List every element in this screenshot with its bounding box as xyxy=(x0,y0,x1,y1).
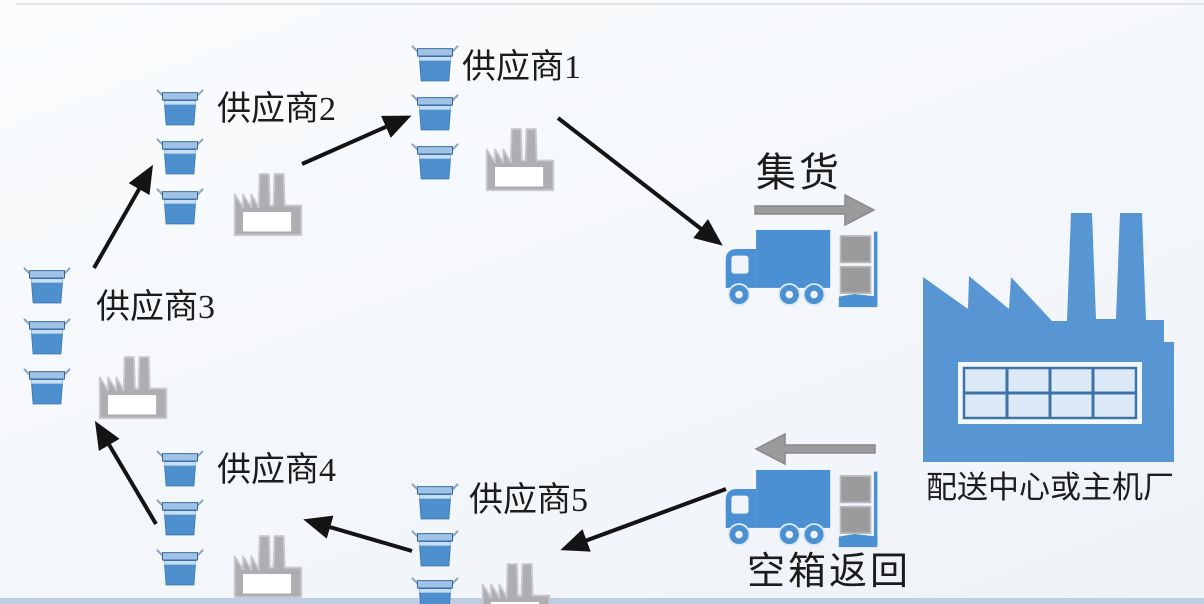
flow-arrow-s5-to-s4 xyxy=(303,515,413,553)
truck-icon xyxy=(720,464,834,550)
factory-icon xyxy=(231,163,305,237)
box-icon xyxy=(411,528,459,567)
supplier-3-label: 供应商3 xyxy=(96,289,215,326)
box-icon xyxy=(23,265,71,304)
box-icon xyxy=(156,136,204,175)
empty-return-label: 空箱返回 xyxy=(747,551,912,593)
box-icon xyxy=(156,547,204,586)
supplier-1-label: 供应商1 xyxy=(462,49,581,86)
flow-arrow-truck-to-s5 xyxy=(560,487,727,552)
top-border-line xyxy=(16,3,1204,5)
handtruck-icon xyxy=(837,229,881,308)
flow-arrow-s4-to-s3 xyxy=(94,420,158,526)
arrow-left-icon xyxy=(753,429,877,469)
box-icon xyxy=(411,43,459,82)
bottom-border-line xyxy=(0,598,1204,604)
flow-arrow-s3-to-s2 xyxy=(92,164,153,269)
box-icon xyxy=(156,87,204,126)
box-icon xyxy=(23,316,71,355)
plant-label: 配送中心或主机厂 xyxy=(926,470,1174,505)
box-icon xyxy=(156,448,204,487)
supplier-2-label: 供应商2 xyxy=(217,91,336,128)
box-icon xyxy=(411,92,459,131)
box-icon xyxy=(156,497,204,536)
consolidation-label: 集货 xyxy=(756,150,842,195)
box-icon xyxy=(411,141,459,180)
plant-icon xyxy=(920,212,1178,462)
supplier-4-label: 供应商4 xyxy=(217,452,336,489)
factory-icon xyxy=(96,346,170,420)
factory-icon xyxy=(483,118,557,192)
box-icon xyxy=(156,186,204,225)
supplier-5-label: 供应商5 xyxy=(469,482,588,519)
box-icon xyxy=(411,575,459,604)
factory-icon xyxy=(231,525,305,599)
box-icon xyxy=(23,366,71,405)
flow-arrow-s1-to-truck xyxy=(556,116,723,246)
factory-icon xyxy=(479,553,553,604)
truck-icon xyxy=(720,224,834,310)
box-icon xyxy=(411,481,459,520)
handtruck-icon xyxy=(837,469,881,548)
